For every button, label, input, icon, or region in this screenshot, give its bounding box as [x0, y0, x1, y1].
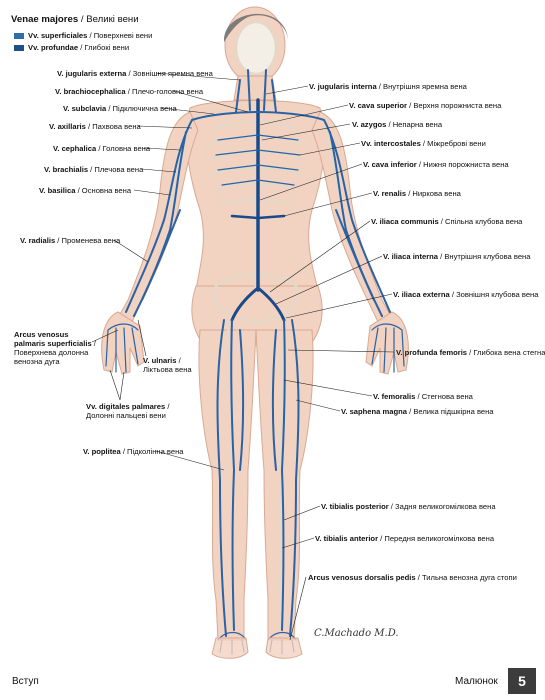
label-iliaca-communis: V. iliaca communis / Спільна клубова вен… [371, 217, 523, 226]
right-hand [365, 311, 409, 375]
leader-radialis [113, 239, 149, 263]
leader-profunda-femoris [287, 349, 395, 353]
label-jugularis-interna: V. jugularis interna / Внутрішня яремна … [309, 82, 467, 91]
legend-swatch-deep [14, 44, 24, 51]
label-profunda-femoris: V. profunda femoris / Глибока вена стегн… [396, 348, 545, 357]
leader-renalis [283, 192, 373, 217]
legend-ua: Поверхневі вени [93, 31, 153, 40]
footer-figure-label: Малюнок [455, 676, 498, 687]
label-femoralis: V. femoralis / Стегнова вена [373, 392, 473, 401]
leader-brachialis [141, 168, 177, 173]
label-arcus-dorsalis-pedis: Arcus venosus dorsalis pedis / Тильна ве… [308, 573, 517, 582]
leader-intercostales [299, 142, 361, 156]
label-tibialis-anterior: V. tibialis anterior / Передня великогом… [315, 534, 495, 543]
label-ulnaris: V. ulnaris / Ліктьова вена [143, 356, 192, 374]
iliac-veins [230, 286, 286, 322]
leader-jugularis-externa [155, 72, 241, 81]
leader-axillaris [137, 125, 193, 129]
label-brachialis: V. brachialis / Плечова вена [44, 165, 144, 174]
pelvic-bone [212, 273, 300, 324]
artist-signature: C.Machado M.D. [314, 628, 399, 639]
leader-cava-inferior [259, 163, 363, 201]
label-basilica: V. basilica / Основна вена [39, 186, 132, 195]
subclavian-veins [191, 111, 325, 121]
leader-ulnaris [137, 319, 147, 357]
legend-swatch-superficial [14, 32, 24, 39]
legend-title-lat: Venae majores [11, 14, 79, 25]
label-arcus-palmaris: Arcus venosus palmaris superficialis / П… [14, 330, 96, 366]
leader-iliaca-externa [285, 293, 393, 319]
label-tibialis-posterior: V. tibialis posterior / Задня великогомі… [321, 502, 496, 511]
legend-title: Venae majores / Великі вени [11, 14, 139, 25]
left-arm-veins [125, 119, 193, 317]
footer-section-title: Вступ [12, 676, 39, 687]
leader-cava-superior [259, 104, 349, 126]
label-saphena-magna: V. saphena magna / Велика підшкірна вена [341, 407, 494, 416]
feet [211, 637, 303, 659]
leader-iliaca-communis [269, 220, 371, 293]
right-leg-veins [272, 319, 300, 637]
hand-veins [105, 323, 405, 373]
label-subclavia: V. subclavia / Підключична вена [63, 104, 177, 113]
label-jugularis-externa: V. jugularis externa / Зовнішня яремна в… [57, 69, 213, 78]
skeleton-hints [168, 20, 344, 630]
legend-ua: Глибокі вени [84, 43, 130, 52]
leader-jugularis-interna [265, 85, 309, 95]
legend-lat: Vv. profundae [28, 43, 79, 52]
label-iliaca-externa: V. iliaca externa / Зовнішня клубова вен… [393, 290, 539, 299]
left-foot [211, 637, 249, 659]
label-iliaca-interna: V. iliaca interna / Внутрішня клубова ве… [383, 252, 531, 261]
label-digitales: Vv. digitales palmares / Долонні пальцев… [86, 402, 170, 420]
label-cava-superior: V. cava superior / Верхня порожниста вен… [349, 101, 502, 110]
femurs [226, 319, 286, 471]
left-leg-veins [216, 319, 244, 637]
leader-tibialis-anterior [281, 537, 315, 549]
leader-digitales [109, 369, 125, 401]
label-axillaris: V. axillaris / Пахвова вена [49, 122, 141, 131]
label-intercostales: Vv. intercostales / Міжреброві вени [361, 139, 486, 148]
leader-subclavia [161, 107, 215, 115]
left-hand [101, 311, 145, 375]
leader-arcus-dorsalis-pedis [289, 576, 307, 641]
page-number-badge: 5 [508, 668, 536, 694]
leader-saphena-magna [295, 399, 341, 412]
leader-tibialis-posterior [283, 505, 321, 521]
label-azygos: V. azygos / Непарна вена [352, 120, 443, 129]
skull [234, 20, 278, 76]
legend-lat: Vv. superficiales [28, 31, 88, 40]
veins [105, 69, 405, 655]
intercostal-veins [215, 134, 301, 186]
leader-brachiocephalica [173, 90, 249, 113]
label-poplitea: V. poplitea / Підколінна вена [83, 447, 184, 456]
leader-lines [91, 72, 395, 641]
leader-femoralis [283, 379, 373, 397]
hair [223, 13, 288, 42]
label-renalis: V. renalis / Ниркова вена [373, 189, 461, 198]
jugular-veins [235, 69, 277, 113]
left-leg [198, 329, 257, 641]
leader-poplitea [155, 450, 225, 471]
legend-item-superficial: Vv. superficiales / Поверхневі вени [14, 31, 152, 40]
legend-item-deep: Vv. profundae / Глибокі вени [14, 43, 129, 52]
leader-iliaca-interna [275, 255, 383, 305]
leader-cephalica [143, 147, 181, 151]
legend-title-ua: Великі вени [86, 14, 139, 25]
leader-azygos [261, 123, 351, 141]
renal-veins [230, 214, 286, 220]
right-foot [265, 637, 303, 659]
leader-arcus-palmaris [91, 329, 119, 343]
label-cephalica: V. cephalica / Головна вена [53, 144, 151, 153]
label-cava-inferior: V. cava inferior / Нижня порожниста вена [363, 160, 509, 169]
label-brachiocephalica: V. brachiocephalica / Плечо-головна вена [55, 87, 204, 96]
label-radialis: V. radialis / Променева вена [20, 236, 121, 245]
leader-basilica [133, 189, 171, 196]
